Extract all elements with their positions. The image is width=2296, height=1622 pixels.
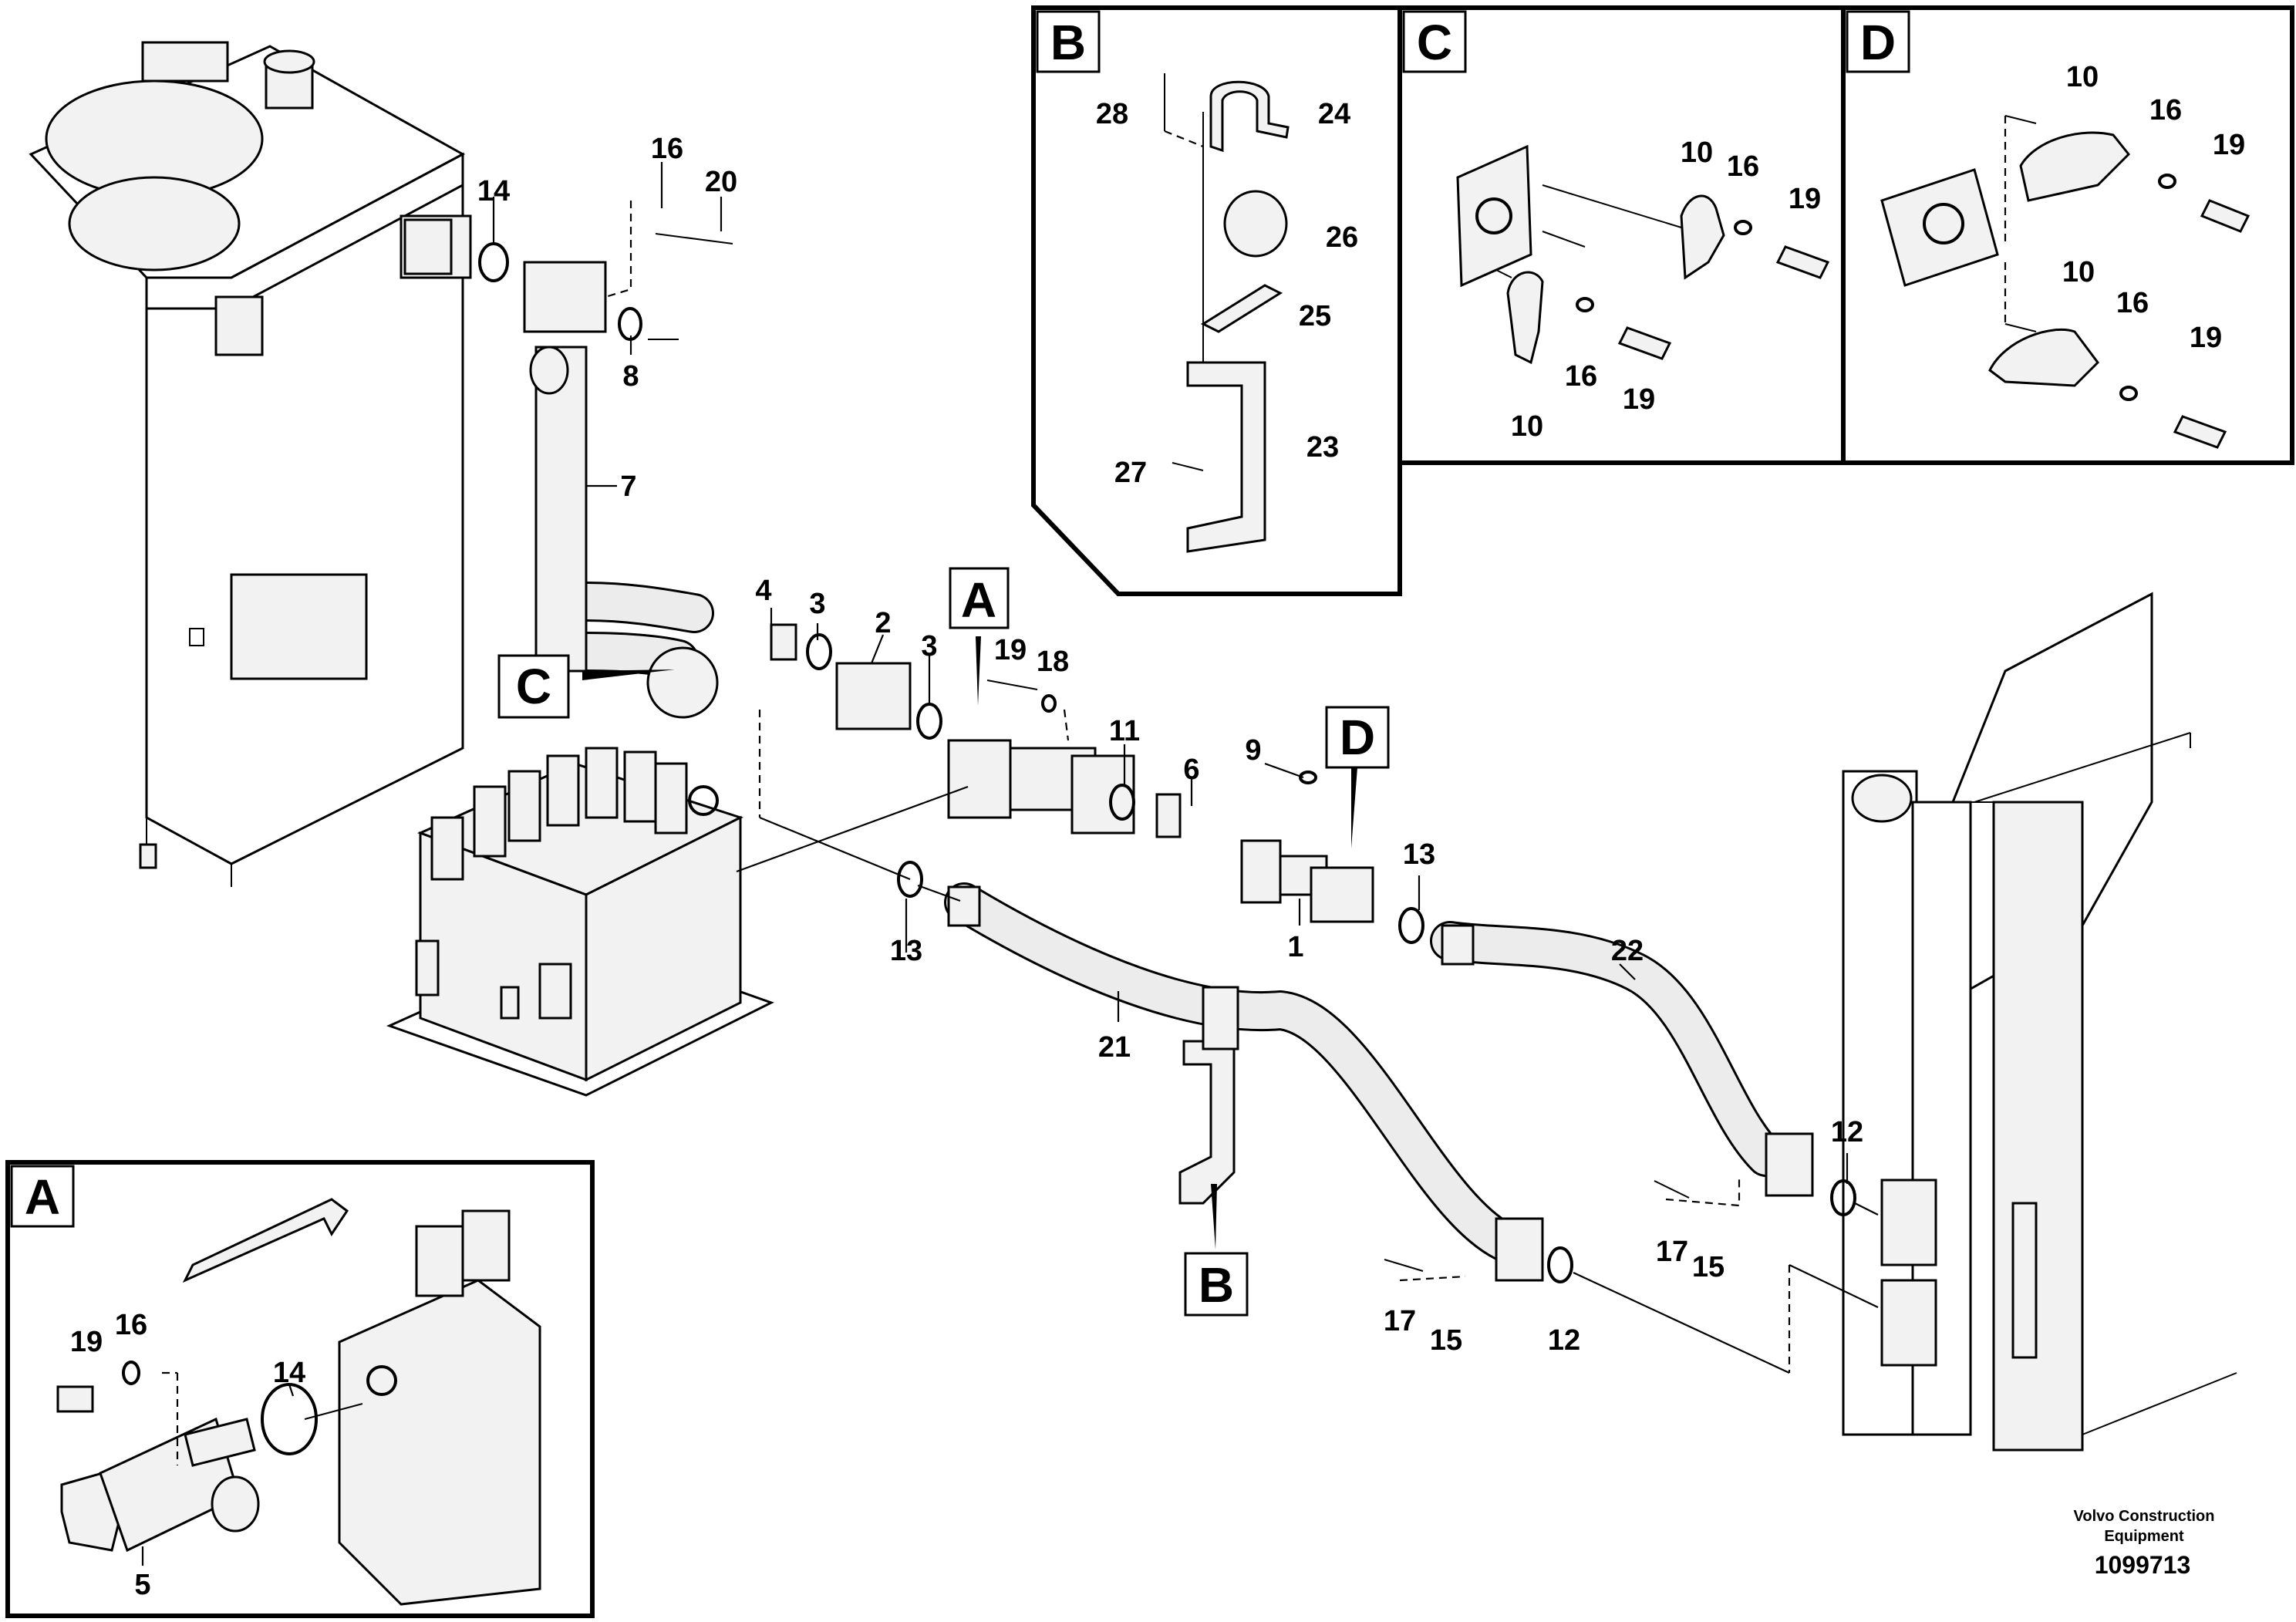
detail-a-14: 14 — [273, 1357, 305, 1389]
callout-17b: 17 — [1384, 1305, 1416, 1337]
callout-12b: 12 — [1548, 1324, 1580, 1357]
detail-b-26: 26 — [1326, 221, 1358, 254]
detail-d-10b: 10 — [2062, 256, 2095, 288]
callout-20: 20 — [705, 166, 737, 198]
detail-a-5: 5 — [134, 1569, 150, 1601]
callout-19a: 19 — [994, 634, 1027, 666]
detail-b-28: 28 — [1096, 98, 1128, 130]
detail-ref-markers: A C D B — [497, 567, 1390, 1317]
detail-c-panel: C 10 10 16 16 19 19 — [1397, 5, 1846, 465]
callout-22: 22 — [1611, 935, 1644, 967]
detail-c-10b: 10 — [1511, 410, 1543, 443]
detail-c-19b: 19 — [1623, 383, 1655, 416]
detail-b-23: 23 — [1306, 431, 1339, 464]
callout-15a: 15 — [1692, 1251, 1725, 1283]
detail-b-panel: B 23 24 25 26 27 28 — [1031, 5, 1402, 596]
detail-a-19: 19 — [70, 1326, 103, 1358]
detail-ref-b: B — [1199, 1257, 1234, 1313]
callout-13b: 13 — [1403, 838, 1435, 871]
main-control-valve — [386, 747, 774, 1097]
callout-17a: 17 — [1656, 1236, 1688, 1268]
detail-ref-d: D — [1340, 710, 1375, 765]
detail-b-25: 25 — [1299, 300, 1331, 332]
connector-lines — [492, 162, 1879, 1374]
callout-3b: 3 — [921, 630, 937, 663]
detail-b-27: 27 — [1114, 457, 1147, 489]
detail-d-16b: 16 — [2116, 287, 2149, 319]
callout-11: 11 — [1109, 715, 1140, 747]
detail-d-19b: 19 — [2190, 322, 2222, 354]
detail-b-24: 24 — [1318, 98, 1350, 130]
hydraulic-tank — [29, 41, 472, 887]
detail-d-16a: 16 — [2149, 94, 2182, 126]
detail-d-19a: 19 — [2213, 129, 2245, 161]
detail-ref-a: A — [961, 572, 996, 628]
callout-12a: 12 — [1831, 1116, 1863, 1148]
callout-1: 1 — [1287, 931, 1303, 963]
detail-d-10a: 10 — [2066, 61, 2099, 93]
detail-c-10a: 10 — [1681, 137, 1713, 169]
credit-block: Volvo Construction Equipment 1099713 — [2074, 1508, 2215, 1579]
callout-13a: 13 — [890, 935, 922, 967]
callout-18: 18 — [1037, 646, 1069, 678]
figure-number: 1099713 — [2095, 1551, 2191, 1579]
callout-7: 7 — [620, 470, 636, 503]
callout-15b: 15 — [1430, 1324, 1462, 1357]
callout-16a: 16 — [651, 133, 683, 165]
detail-c-19a: 19 — [1789, 183, 1821, 215]
callout-4: 4 — [755, 575, 771, 607]
callout-14a: 14 — [477, 175, 510, 207]
detail-a-16: 16 — [115, 1309, 147, 1341]
detail-c-16b: 16 — [1565, 360, 1597, 393]
detail-a-title: A — [25, 1169, 60, 1225]
credit-line1: Volvo Construction — [2074, 1508, 2215, 1525]
detail-a-panel: A 5 14 16 19 — [5, 1160, 595, 1618]
credit-line2: Equipment — [2104, 1528, 2184, 1545]
detail-c-title: C — [1417, 15, 1452, 70]
callout-9: 9 — [1245, 734, 1261, 767]
detail-d-title: D — [1860, 15, 1896, 70]
detail-b-title: B — [1050, 15, 1086, 70]
callout-3a: 3 — [809, 588, 825, 620]
callout-21: 21 — [1098, 1031, 1131, 1064]
machine-frame — [1842, 592, 2237, 1452]
hoses — [534, 346, 1786, 1262]
detail-ref-c: C — [516, 659, 551, 714]
callout-8: 8 — [622, 360, 639, 393]
callout-2: 2 — [875, 607, 891, 639]
detail-d-panel: D 10 10 16 16 19 19 — [1841, 5, 2294, 465]
callout-6: 6 — [1183, 754, 1199, 786]
detail-c-16a: 16 — [1727, 150, 1759, 183]
fittings — [403, 218, 1856, 1283]
callout-labels: 1 2 3 3 4 6 7 8 9 11 12 12 13 13 14 15 1… — [477, 133, 1863, 1357]
